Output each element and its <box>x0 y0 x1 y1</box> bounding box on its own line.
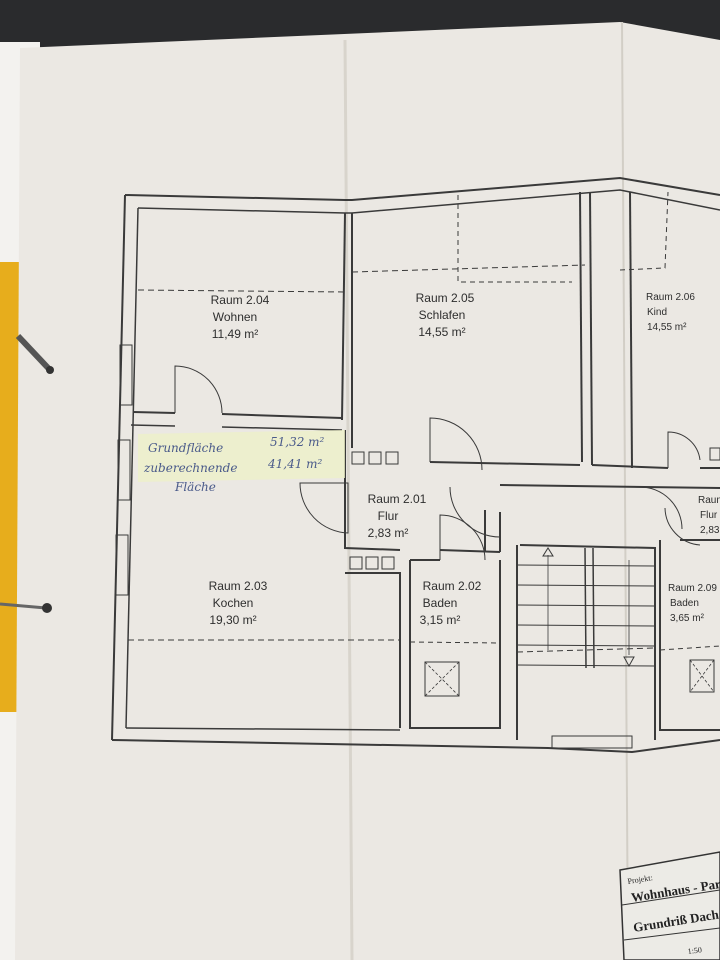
room-label-cut-off: Raum Flur 2,83 <box>698 495 720 536</box>
room-label-2-03: Raum 2.03 Kochen 19,30 m² <box>209 579 268 627</box>
wall <box>589 191 593 466</box>
wall <box>341 212 346 421</box>
wall <box>345 572 401 728</box>
dashed-line <box>659 645 720 651</box>
door-swing <box>299 482 349 534</box>
room-name: Schlafen <box>419 308 466 322</box>
vent <box>351 451 365 465</box>
wall <box>499 484 720 489</box>
dashed-line <box>457 195 572 283</box>
dashed-line <box>619 191 669 271</box>
room-area: 14,55 m² <box>418 325 465 339</box>
room-area: 11,49 m² <box>212 327 258 341</box>
room-name: Wohnen <box>213 310 257 324</box>
room-number: Raum 2.06 <box>646 292 695 303</box>
door-swing <box>667 431 701 468</box>
dashed-line <box>351 264 586 273</box>
room-name: Baden <box>423 596 458 610</box>
door-swing <box>429 417 483 471</box>
binder-ring <box>0 602 52 613</box>
dashed-line <box>409 641 501 644</box>
room-number: Raum 2.02 <box>423 579 482 593</box>
highlighter-mark <box>138 430 345 482</box>
paper-sheet <box>15 22 720 960</box>
vent <box>349 556 363 570</box>
wall <box>659 540 720 731</box>
handwritten-value: 51,32 m² <box>270 435 325 449</box>
handwritten-note: Grundfläche 51,32 m² zuberechnende 41,41… <box>143 435 325 494</box>
vent <box>709 447 720 461</box>
room-number: Raum 2.05 <box>416 291 475 305</box>
room-number: Raum 2.03 <box>209 579 268 593</box>
handwritten-label: Grundfläche <box>148 441 223 455</box>
floor-plan <box>111 176 720 754</box>
room-label-2-01: Raum 2.01 Flur 2,83 m² <box>368 492 427 540</box>
outer-wall <box>125 207 139 729</box>
outer-wall <box>124 176 720 201</box>
room-label-2-04: Raum 2.04 Wohnen 11,49 m² <box>211 293 270 341</box>
outer-wall <box>111 739 720 754</box>
room-area: 19,30 m² <box>209 613 256 627</box>
handwritten-label: Fläche <box>174 480 216 494</box>
wall <box>130 424 343 431</box>
wall <box>221 413 343 419</box>
room-area: 2,83 m² <box>368 526 409 540</box>
window <box>119 344 133 406</box>
room-label-2-06: Raum 2.06 Kind 14,55 m² <box>646 292 695 333</box>
vent <box>385 451 399 465</box>
wall <box>409 560 501 729</box>
room-area: 3,15 m² <box>420 613 461 627</box>
handwritten-label: zuberechnende <box>143 461 237 475</box>
project-label: Projekt: <box>627 873 653 886</box>
room-label-2-05: Raum 2.05 Schlafen 14,55 m² <box>416 291 475 339</box>
title-block: Projekt: Wohnhaus - Par Grundriß Dach 1:… <box>619 851 720 960</box>
wall <box>579 191 583 463</box>
door-swing <box>664 507 701 546</box>
room-number: Raum 2.01 <box>368 492 427 506</box>
vent <box>365 556 379 570</box>
room-name: Flur <box>378 509 399 523</box>
room-number: Raum <box>698 495 720 506</box>
wall <box>132 411 176 414</box>
outer-wall <box>125 727 401 731</box>
room-name: Kochen <box>213 596 254 610</box>
handwritten-value: 41,41 m² <box>267 457 323 471</box>
vent <box>381 556 395 570</box>
room-number: Raum 2.09 <box>668 583 717 594</box>
skylight <box>424 661 460 697</box>
binder-ring <box>15 333 54 374</box>
window <box>551 735 633 749</box>
skylight <box>689 659 715 693</box>
room-number: Raum 2.04 <box>211 293 270 307</box>
door-swing <box>174 365 223 414</box>
window <box>117 439 131 501</box>
staircase <box>516 544 656 740</box>
room-name: Baden <box>670 598 699 609</box>
room-name: Flur <box>700 510 718 521</box>
room-label-2-02: Raum 2.02 Baden 3,15 m² <box>420 579 482 627</box>
wall <box>484 510 501 552</box>
wall <box>591 464 720 469</box>
dashed-line <box>137 289 346 293</box>
wall <box>429 461 581 466</box>
door-swing <box>639 486 683 530</box>
room-area: 3,65 m² <box>670 613 705 624</box>
door-swing <box>439 514 486 561</box>
wall <box>629 191 633 469</box>
room-area: 2,83 <box>700 525 720 536</box>
yellow-binder <box>0 262 20 712</box>
room-label-2-09: Raum 2.09 Baden 3,65 m² <box>668 583 717 624</box>
window <box>115 534 129 596</box>
drawing-scale: 1:50 <box>687 945 702 956</box>
room-name: Kind <box>647 307 667 318</box>
vent <box>368 451 382 465</box>
room-area: 14,55 m² <box>647 322 687 333</box>
